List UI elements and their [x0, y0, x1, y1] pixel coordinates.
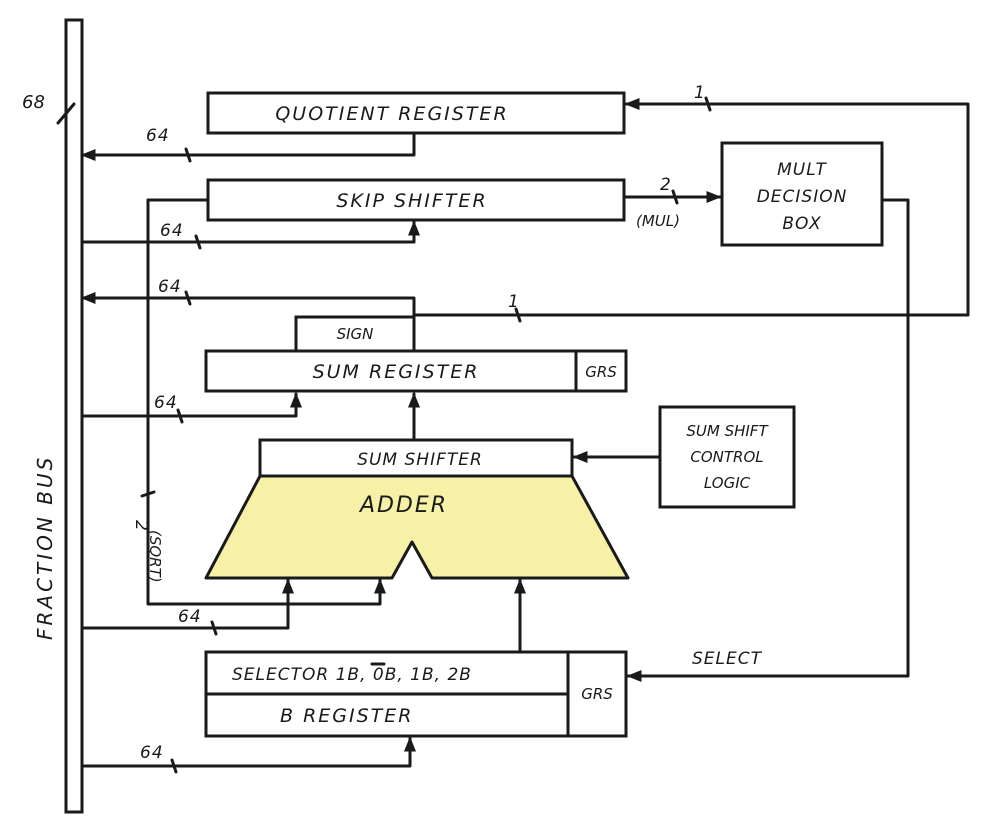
bus-ref-leader [56, 102, 76, 125]
sign-label: SIGN [337, 325, 374, 343]
b-register-label: B REGISTER [280, 705, 413, 727]
mult-tag-label: (MUL) [636, 212, 680, 230]
sqrt-width-label: 2 [131, 520, 151, 532]
quotient-width-tick [184, 147, 192, 163]
sum-register-box [204, 349, 578, 393]
grs-bottom-label: GRS [581, 685, 613, 703]
adder-width-label: 64 [178, 607, 202, 627]
mult-decision-label-2: DECISION [757, 187, 848, 207]
grs-bottom-box [566, 650, 628, 738]
sum-shift-control-label-1: SUM SHIFT [686, 422, 769, 440]
mult-decision-box [720, 141, 884, 247]
sum-shift-control-box [658, 405, 796, 509]
adder-width-tick [210, 620, 218, 636]
mult-decision-label-3: BOX [782, 214, 821, 234]
sum-register-label: SUM REGISTER [313, 361, 480, 383]
grs-top-label: GRS [585, 363, 617, 381]
quotient-register-label: QUOTIENT REGISTER [275, 103, 508, 125]
bus-to-adder-line [80, 578, 294, 630]
sqrt-line [146, 198, 386, 606]
bus-ref-number: 68 [22, 92, 45, 113]
grs-top-box [574, 349, 628, 393]
fraction-bus-label: FRACTION BUS [33, 455, 57, 640]
sum-shifter-box [258, 438, 574, 478]
bus-return-width-tick [184, 290, 192, 306]
b-reg-width-tick [170, 758, 178, 774]
quotient-width-label: 64 [146, 126, 170, 146]
feedback-top-width-label: 1 [694, 83, 706, 103]
mult-decision-label-1: MULT [777, 160, 827, 180]
bus-to-skip-line [80, 220, 420, 244]
feedback-mid-width-tick [514, 307, 522, 323]
sum-shift-control-label-2: CONTROL [690, 448, 763, 466]
adder-shape [204, 474, 630, 580]
skip-width-label: 64 [160, 221, 184, 241]
select-label: SELECT [692, 649, 763, 669]
sqrt-tag-label: (SQRT) [146, 530, 164, 583]
sum-shift-control-label-3: LOGIC [704, 474, 751, 492]
feedback-mid-width-label: 1 [508, 292, 520, 312]
quotient-to-bus-line [80, 131, 416, 161]
skip-shifter-box [206, 178, 626, 222]
sum-shifter-label: SUM SHIFTER [357, 450, 483, 470]
sum-reg-width-label: 64 [154, 393, 178, 413]
adder-label: ADDER [358, 493, 448, 518]
skip-shifter-label: SKIP SHIFTER [336, 190, 487, 212]
sqrt-width-tick [140, 490, 156, 498]
bus-return-width-label: 64 [158, 277, 182, 297]
select-line [626, 198, 910, 682]
mult-width-tick [671, 189, 679, 205]
bus-to-sum-register-line [80, 392, 302, 418]
b-reg-width-label: 64 [140, 743, 164, 763]
bus-to-b-register-line [80, 736, 416, 768]
quotient-register-box [206, 91, 626, 135]
sum-reg-width-tick [176, 408, 184, 424]
skip-width-tick [194, 234, 202, 250]
mult-width-label: 2 [660, 175, 672, 195]
feedback-top-width-tick [704, 96, 712, 112]
feedback-to-quotient-line [412, 98, 970, 317]
fraction-bus [64, 18, 84, 814]
selector-label: SELECTOR 1B, 0B, 1B, 2B [232, 665, 472, 685]
